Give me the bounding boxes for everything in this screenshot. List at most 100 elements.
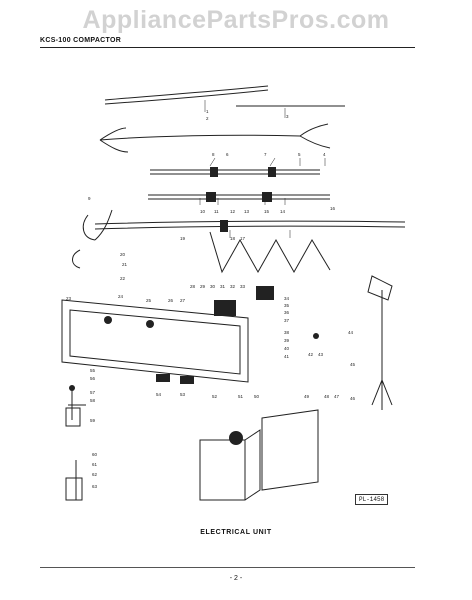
- part-51: [229, 431, 243, 445]
- leader-lines: [199, 100, 326, 238]
- callout-6: 6: [226, 152, 229, 157]
- callout-29: 29: [200, 284, 206, 289]
- zigzag-cord: [209, 231, 331, 274]
- callout-24: 24: [118, 294, 124, 299]
- switch-body-59: [65, 407, 81, 427]
- harness-2-branch-right: [299, 123, 331, 149]
- knob-24: [104, 316, 112, 324]
- harness-2: [99, 134, 301, 141]
- probe-wires: [371, 379, 393, 410]
- callout-40: 40: [284, 346, 290, 351]
- callout-15: 15: [264, 209, 270, 214]
- connector-14: [262, 192, 272, 202]
- block-54: [156, 374, 170, 382]
- callout-43: 43: [318, 352, 324, 357]
- callout-1: 1: [206, 109, 209, 114]
- callout-38: 38: [284, 330, 290, 335]
- bracket: [199, 439, 246, 501]
- connector-10: [206, 192, 216, 202]
- panel-frame: [61, 299, 249, 383]
- probe-top: [367, 275, 393, 301]
- callout-31: 31: [220, 284, 226, 289]
- callout-19: 19: [180, 236, 186, 241]
- callout-28: 28: [190, 284, 196, 289]
- watermark-text: AppliancePartsPros.com: [82, 6, 390, 34]
- left-hook: [72, 249, 81, 269]
- callout-56: 56: [90, 376, 96, 381]
- heater-box: [261, 409, 319, 491]
- callout-33: 33: [240, 284, 246, 289]
- page-number: - 2 -: [229, 575, 243, 582]
- relay-29: [214, 300, 236, 316]
- callout-57: 57: [90, 390, 96, 395]
- connector-18: [220, 220, 228, 232]
- knob-26: [146, 320, 154, 328]
- bracket-flange: [244, 429, 261, 501]
- callout-9: 9: [88, 196, 91, 201]
- callout-61: 61: [92, 462, 98, 467]
- harness-1b: [104, 89, 269, 105]
- callout-49: 49: [304, 394, 310, 399]
- header-rule: [40, 47, 415, 48]
- callout-17: 17: [240, 236, 246, 241]
- callout-51: 51: [238, 394, 244, 399]
- callout-44: 44: [348, 330, 354, 335]
- callout-58: 58: [90, 398, 96, 403]
- callout-14: 14: [280, 209, 286, 214]
- block-55: [180, 376, 194, 384]
- part-42: [313, 333, 319, 339]
- callout-46: 46: [350, 396, 356, 401]
- callout-11: 11: [214, 209, 219, 214]
- callout-20: 20: [120, 252, 126, 257]
- callout-23: 23: [66, 296, 72, 301]
- left-lead: [82, 209, 113, 241]
- callout-37: 37: [284, 318, 290, 323]
- callout-2: 2: [206, 116, 209, 121]
- callout-34: 34: [284, 296, 290, 301]
- page-header: KCS-100 COMPACTOR: [40, 37, 122, 44]
- callout-52: 52: [212, 394, 218, 399]
- callout-60: 60: [92, 452, 98, 457]
- lamp-57: [69, 385, 75, 391]
- callout-13: 13: [244, 209, 250, 214]
- callout-25: 25: [146, 298, 152, 303]
- callout-10: 10: [200, 209, 206, 214]
- callout-54: 54: [156, 392, 162, 397]
- callout-21: 21: [122, 262, 128, 267]
- callout-7: 7: [264, 152, 267, 157]
- callout-47: 47: [334, 394, 340, 399]
- callout-62: 62: [92, 472, 98, 477]
- callout-42: 42: [308, 352, 314, 357]
- plate-id-box: PL-1458: [355, 494, 389, 505]
- switch-body-63: [65, 477, 83, 501]
- callout-55: 55: [90, 368, 96, 373]
- callout-53: 53: [180, 392, 186, 397]
- callout-18: 18: [230, 236, 236, 241]
- callout-45: 45: [350, 362, 356, 367]
- callout-39: 39: [284, 338, 290, 343]
- callout-63: 63: [92, 484, 98, 489]
- harness-1: [104, 85, 269, 101]
- harness-2-branch-left: [99, 127, 129, 153]
- callout-16: 16: [330, 206, 336, 211]
- callout-48: 48: [324, 394, 330, 399]
- callout-59: 59: [90, 418, 96, 423]
- clamp-6: [210, 167, 218, 177]
- callout-50: 50: [254, 394, 260, 399]
- switch-33: [256, 286, 274, 300]
- callout-8: 8: [212, 152, 215, 157]
- callout-26: 26: [168, 298, 174, 303]
- callout-30: 30: [210, 284, 216, 289]
- footer-rule: [40, 567, 415, 568]
- callout-4: 4: [323, 152, 326, 157]
- callout-36: 36: [284, 310, 290, 315]
- switch-57: [68, 390, 86, 420]
- clamp-7: [268, 167, 276, 177]
- callout-12: 12: [230, 209, 236, 214]
- diagram-caption: ELECTRICAL UNIT: [200, 529, 272, 536]
- callout-5: 5: [298, 152, 301, 157]
- main-harness: [94, 220, 406, 225]
- callout-27: 27: [180, 298, 186, 303]
- callout-41: 41: [284, 354, 290, 359]
